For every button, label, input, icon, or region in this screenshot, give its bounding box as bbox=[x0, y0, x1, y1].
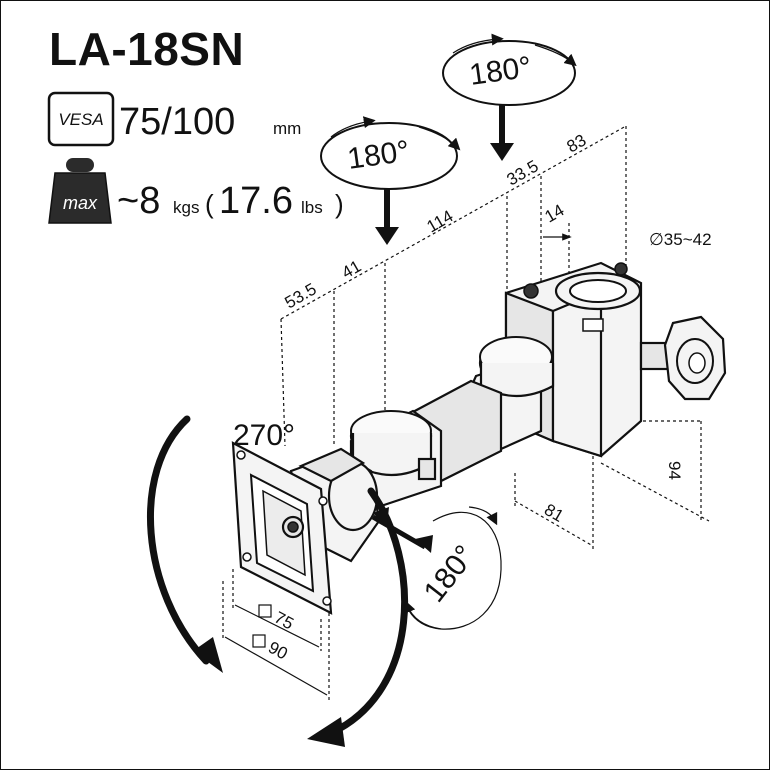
dim-83: 83 bbox=[564, 131, 590, 157]
rotation-top-right-label: 180° bbox=[467, 51, 533, 92]
rotation-top-right: 180° bbox=[442, 33, 577, 161]
weight-icon: max bbox=[48, 158, 112, 224]
dim-41: 41 bbox=[339, 257, 365, 283]
vesa-icon: VESA bbox=[47, 91, 115, 147]
weight-lbs-unit: lbs bbox=[301, 198, 323, 217]
rotation-top-left-label: 180° bbox=[345, 135, 411, 176]
vesa-plate bbox=[231, 441, 333, 615]
model-title: LA-18SN bbox=[49, 23, 244, 75]
weight-open-paren: ( bbox=[205, 189, 214, 219]
dim-square-75: 75 bbox=[271, 608, 297, 634]
vesa-value: 75/100 bbox=[119, 101, 235, 143]
weight-close-paren: ) bbox=[335, 189, 344, 219]
dim-81: 81 bbox=[541, 500, 567, 526]
dimension-lines bbox=[222, 125, 710, 701]
dim-94: 94 bbox=[665, 461, 684, 480]
weight-unit: kgs bbox=[173, 198, 199, 217]
clamp-knob bbox=[639, 315, 727, 401]
weight-value: ~8 bbox=[117, 180, 160, 222]
dim-53-5: 53.5 bbox=[282, 279, 320, 312]
rotation-side-arrow: 180° bbox=[371, 506, 502, 630]
dim-114: 114 bbox=[424, 206, 457, 236]
dim-clamp-diameter: ∅35~42 bbox=[649, 230, 712, 249]
dim-14: 14 bbox=[542, 201, 568, 227]
rotation-plate-arrow: 270° bbox=[146, 415, 409, 747]
vesa-badge-label: VESA bbox=[58, 110, 103, 129]
weight-lbs-value: 17.6 bbox=[219, 180, 293, 222]
tilt-joint bbox=[289, 447, 381, 563]
dim-square-90: 90 bbox=[265, 638, 291, 664]
vesa-unit: mm bbox=[273, 119, 301, 138]
weight-badge-label: max bbox=[63, 193, 98, 213]
rotation-plate-label: 270° bbox=[233, 419, 295, 452]
